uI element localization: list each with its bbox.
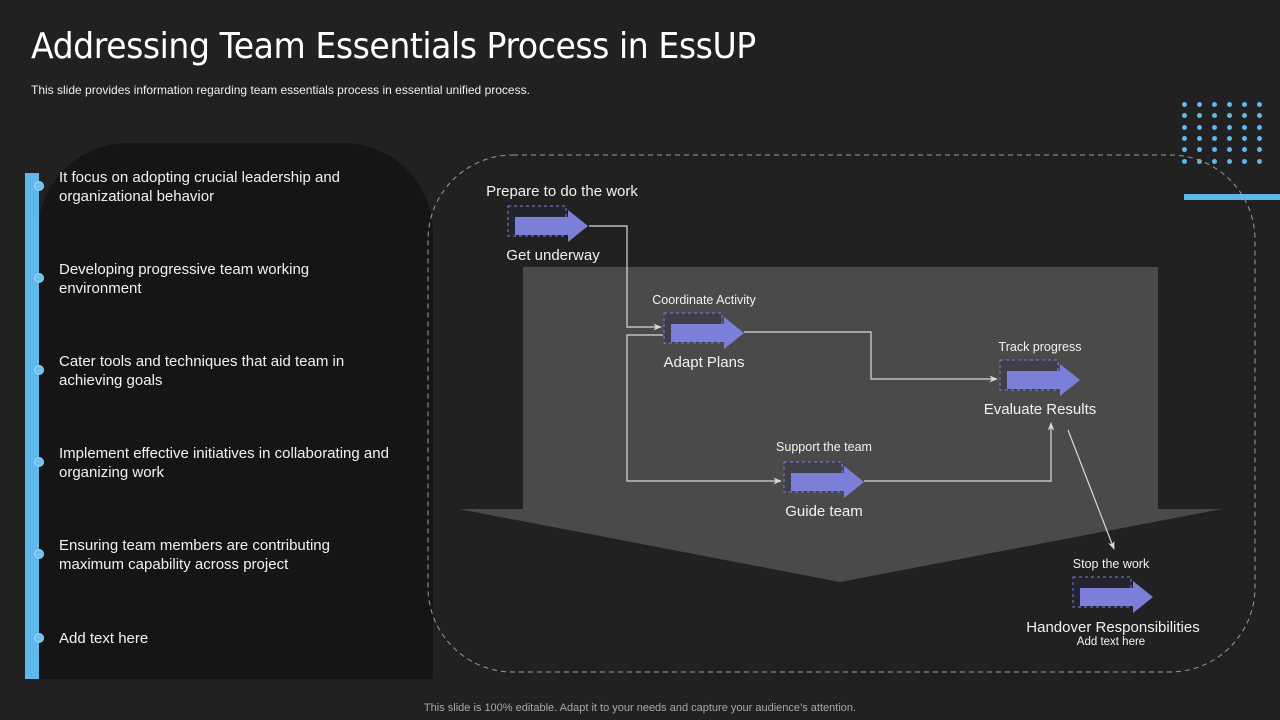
step-bottom-label: Evaluate Results bbox=[983, 401, 1097, 418]
connector-line bbox=[589, 225, 662, 331]
list-item-text: Cater tools and techniques that aid team… bbox=[59, 353, 345, 389]
decorative-dot bbox=[1212, 135, 1217, 141]
decorative-dot bbox=[1257, 158, 1262, 164]
bullet-dot-icon bbox=[34, 273, 44, 283]
decorative-dot bbox=[1257, 124, 1262, 130]
decorative-dot bbox=[1182, 135, 1187, 141]
page-title: Addressing Team Essentials Process in Es… bbox=[31, 26, 756, 67]
decorative-dot bbox=[1227, 102, 1232, 107]
list-item-text: It focus on adopting crucial leadership … bbox=[59, 169, 341, 205]
list-item-text: Implement effective initiatives in colla… bbox=[59, 445, 389, 481]
step-arrow-handover bbox=[1072, 576, 1153, 613]
bullet-dot-icon bbox=[34, 549, 44, 559]
decorative-dot bbox=[1227, 158, 1232, 164]
bullet-dot-icon bbox=[34, 633, 44, 643]
arrow-right-icon bbox=[1007, 364, 1080, 396]
step-top-label: Prepare to do the work bbox=[486, 183, 638, 200]
arrow-right-icon bbox=[791, 466, 864, 498]
decorative-dot bbox=[1197, 102, 1202, 107]
decorative-dot bbox=[1182, 124, 1187, 130]
bullet-dot-icon bbox=[34, 365, 44, 375]
decorative-dot bbox=[1242, 135, 1247, 141]
decorative-dot bbox=[1242, 158, 1247, 164]
page-subtitle: This slide provides information regardin… bbox=[31, 83, 530, 97]
decorative-dot bbox=[1212, 147, 1217, 153]
decorative-dot bbox=[1212, 124, 1217, 130]
bullet-dot-icon bbox=[34, 181, 44, 191]
decorative-dot bbox=[1212, 158, 1217, 164]
decorative-dot bbox=[1212, 102, 1217, 107]
funnel-arrow-shape bbox=[459, 267, 1222, 582]
connector-line bbox=[864, 422, 1055, 482]
left-panel bbox=[38, 143, 433, 679]
decorative-dot-grid bbox=[1182, 102, 1266, 166]
decorative-dot bbox=[1257, 102, 1262, 107]
step-top-label: Stop the work bbox=[1072, 557, 1150, 571]
connector-line bbox=[1067, 429, 1115, 550]
decorative-dot bbox=[1182, 102, 1187, 107]
decorative-dot bbox=[1227, 135, 1232, 141]
decorative-dot bbox=[1212, 113, 1217, 119]
decorative-dot bbox=[1182, 158, 1187, 164]
step-bottom-label: Guide team bbox=[785, 503, 863, 520]
step-top-label: Support the team bbox=[776, 440, 872, 454]
decorative-dot bbox=[1257, 135, 1262, 141]
decorative-accent-bar bbox=[1184, 194, 1280, 200]
connector-line bbox=[744, 331, 998, 383]
decorative-dot bbox=[1242, 102, 1247, 107]
decorative-dot bbox=[1257, 113, 1262, 119]
list-item-text: Add text here bbox=[59, 630, 149, 647]
decorative-dot bbox=[1242, 124, 1247, 130]
decorative-dot bbox=[1257, 147, 1262, 153]
connector-line bbox=[626, 334, 782, 485]
arrow-right-icon bbox=[515, 210, 588, 242]
decorative-dot bbox=[1182, 147, 1187, 153]
bullet-dot-icon bbox=[34, 457, 44, 467]
decorative-dot bbox=[1197, 147, 1202, 153]
decorative-dot bbox=[1197, 124, 1202, 130]
step-arrow-adapt-plans bbox=[663, 312, 744, 349]
list-item-text: Developing progressive team working envi… bbox=[59, 261, 310, 297]
arrow-right-icon bbox=[671, 317, 744, 349]
step-arrow-guide-team bbox=[783, 461, 864, 498]
step-note: Add text here bbox=[1076, 636, 1146, 648]
decorative-dot bbox=[1227, 113, 1232, 119]
step-top-label: Track progress bbox=[998, 340, 1082, 354]
step-bottom-label: Adapt Plans bbox=[663, 354, 745, 371]
decorative-dot bbox=[1242, 113, 1247, 119]
step-arrow-get-underway bbox=[507, 205, 588, 242]
step-bottom-label: Get underway bbox=[506, 247, 600, 264]
footer-note: This slide is 100% editable. Adapt it to… bbox=[423, 702, 857, 714]
step-bottom-label: Handover Responsibilities bbox=[1026, 619, 1200, 636]
decorative-dot bbox=[1197, 158, 1202, 164]
step-arrow-evaluate-results bbox=[999, 359, 1080, 396]
dashed-container bbox=[427, 154, 1256, 673]
decorative-dot bbox=[1197, 135, 1202, 141]
decorative-dot bbox=[1242, 147, 1247, 153]
list-item-text: Ensuring team members are contributing m… bbox=[59, 537, 330, 573]
step-top-label: Coordinate Activity bbox=[652, 293, 756, 307]
decorative-dot bbox=[1182, 113, 1187, 119]
decorative-dot bbox=[1197, 113, 1202, 119]
arrow-right-icon bbox=[1080, 581, 1153, 613]
decorative-dot bbox=[1227, 147, 1232, 153]
decorative-dot bbox=[1227, 124, 1232, 130]
